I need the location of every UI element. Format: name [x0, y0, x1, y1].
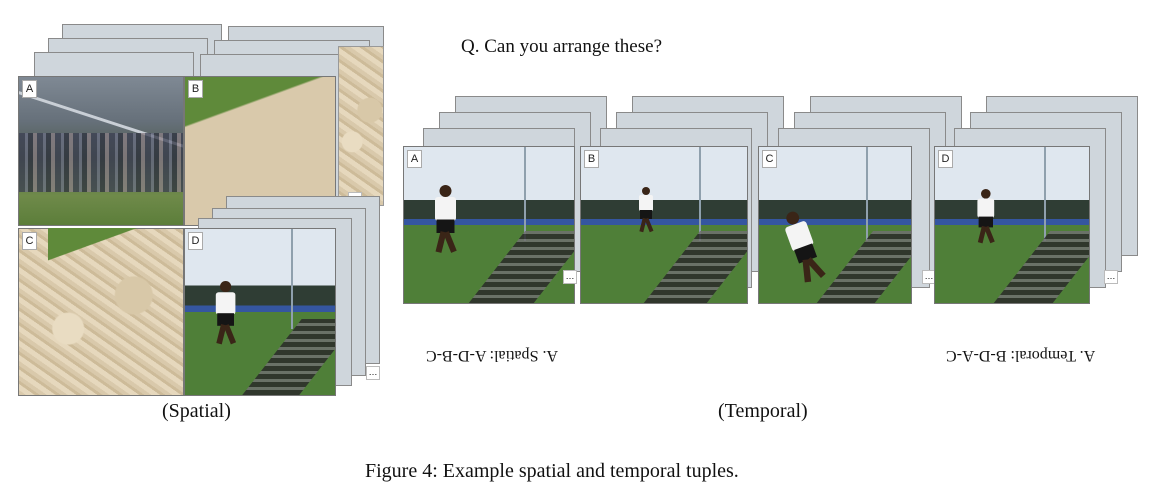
pole — [524, 147, 527, 241]
spatial-tile-a: A — [18, 76, 184, 226]
athlete — [777, 207, 829, 286]
pole — [1043, 147, 1046, 241]
frame-label: C — [762, 150, 777, 168]
more-frames-icon: … — [563, 270, 577, 284]
runway — [993, 231, 1089, 303]
pole — [698, 147, 701, 241]
more-frames-icon: … — [366, 366, 380, 380]
runway — [644, 231, 747, 303]
tile-label: D — [188, 232, 203, 250]
tile-label: B — [188, 80, 203, 98]
tile-image — [18, 76, 184, 226]
runway — [242, 318, 335, 395]
stack-side — [338, 46, 384, 206]
frame-label: A — [407, 150, 422, 168]
spatial-tile-c: C — [18, 228, 184, 396]
frame-label: D — [938, 150, 953, 168]
runway — [816, 231, 911, 303]
runway — [468, 231, 574, 303]
tile-label: A — [22, 80, 37, 98]
temporal-caption: (Temporal) — [718, 400, 808, 422]
athlete — [213, 281, 238, 345]
more-frames-icon: … — [1104, 270, 1118, 284]
crowd — [19, 133, 183, 193]
frame-image — [580, 146, 748, 304]
athlete — [432, 185, 459, 254]
frame-image — [934, 146, 1090, 304]
question-text: Q. Can you arrange these? — [461, 36, 663, 57]
frame-label: B — [584, 150, 599, 168]
frame-image — [403, 146, 575, 304]
figure-caption: Figure 4: Example spatial and temporal t… — [365, 460, 739, 482]
tile-label: C — [22, 232, 37, 250]
temporal-frame-d: D … — [934, 96, 1140, 306]
athlete — [975, 189, 997, 244]
spatial-answer: A. Spatial: A-D-B-C — [426, 347, 558, 364]
temporal-answer: A. Temporal: B-D-A-C — [946, 347, 1096, 364]
temporal-frame-b: B — [580, 96, 786, 306]
runway-strip — [48, 228, 158, 268]
temporal-frame-a: A … — [403, 96, 609, 306]
pole — [866, 147, 869, 241]
tile-image — [184, 228, 336, 396]
athlete — [637, 187, 655, 233]
pole — [291, 229, 293, 329]
spatial-tile-d: D … — [184, 196, 384, 396]
spatial-caption: (Spatial) — [162, 400, 231, 422]
frame-image — [758, 146, 912, 304]
